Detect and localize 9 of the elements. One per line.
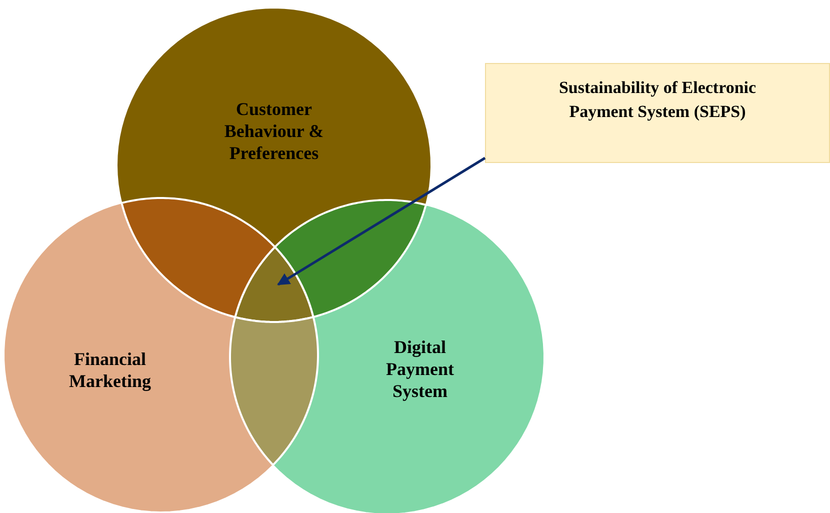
circle-label: Financial Marketing (68, 348, 152, 392)
callout-text: Sustainability of Electronic Payment System (SEPS) (558, 78, 756, 121)
overlap-region (120, 197, 276, 318)
circle-label: Customer Behaviour & Preferences (223, 98, 325, 164)
overlap-region (229, 316, 319, 466)
circle-label: Digital Payment System (385, 336, 455, 402)
overlap-region (274, 199, 428, 318)
callout-box (485, 63, 830, 163)
leader-arrow (277, 156, 486, 286)
